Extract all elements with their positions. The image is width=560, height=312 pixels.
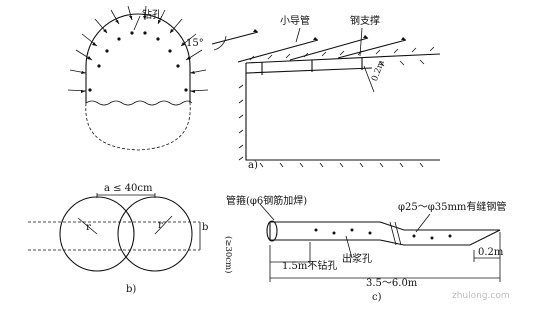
angle-label: 15° [186,38,204,49]
steel-support-leader [359,27,363,57]
overlap-circles [28,193,201,272]
spacing-dim-line [363,65,375,93]
spacing-label: 0.2m [370,59,387,83]
small-guide-pipes [211,29,407,63]
arch-radial-arrows [67,5,209,93]
height-min-label: (≥30cm) [223,236,234,273]
grout-hole-leader [345,235,353,259]
drill-hole-dots [88,31,188,92]
pipe-spec-leader [415,213,431,233]
total-length-label: 3.5～6.0m [366,278,418,289]
watermark: zhulong.com [452,291,510,301]
radius-right-label: r [158,220,163,231]
tip-length-label: 0.2m [478,247,504,258]
angle-arc [213,35,227,51]
caption-b: b) [126,284,136,295]
grout-holes [314,228,452,240]
tunnel-section [85,13,193,151]
pipe-dimensions [269,232,501,282]
small-pipe-leader [295,27,301,43]
caption-c: c) [372,292,382,303]
grout-hole-label: 出浆孔 [342,252,372,265]
steel-pipe [266,220,501,246]
no-hole-label: 1.5m不钻孔 [282,259,337,272]
longitudinal-section [238,46,441,168]
small-pipe-label: 小导管 [280,14,310,27]
pipe-cap-leader [259,203,275,221]
pipe-cap-label: 管箍(φ6钢筋加焊) [226,194,307,207]
drill-hole-leader [133,15,141,31]
spacing-a-label: a ≤ 40cm [104,183,153,194]
caption-a: a) [248,160,258,171]
pipe-spec-label: φ25～φ35mm有缝钢管 [398,200,506,213]
steel-support-label: 钢支撑 [350,14,380,27]
drill-hole-label: 钻孔 [142,8,162,21]
height-b-label: b [202,222,208,233]
steel-supports [261,58,363,75]
radius-left-label: r [86,222,91,233]
